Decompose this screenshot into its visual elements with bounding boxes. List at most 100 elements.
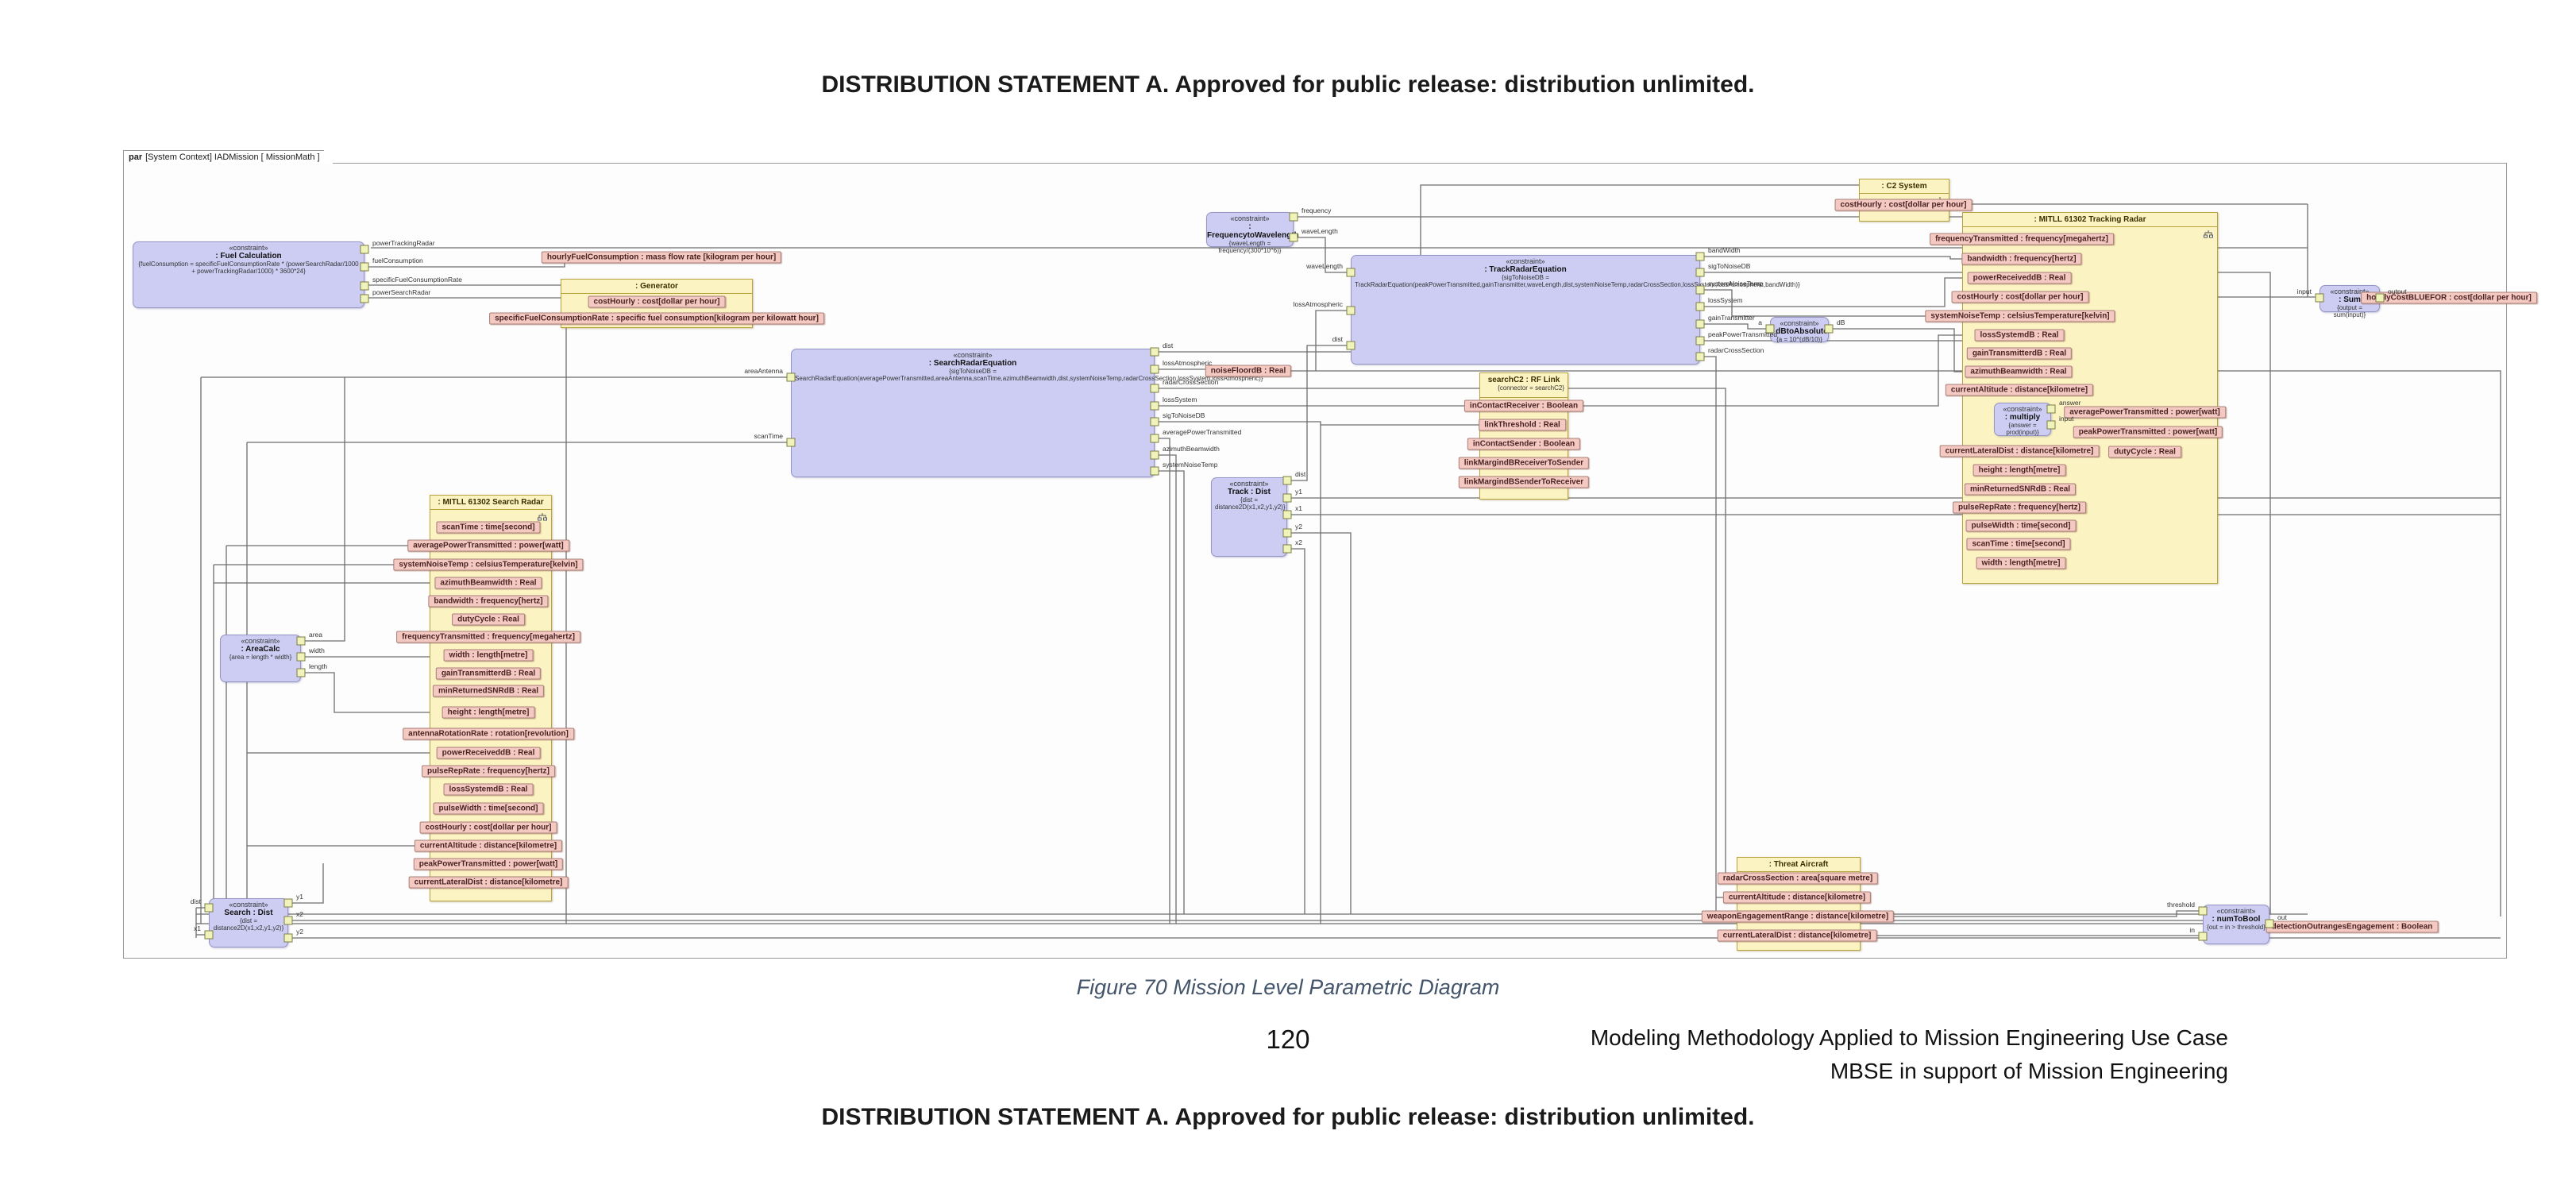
value-property: averagePowerTransmitted : power[watt] [2064,406,2226,419]
port-dist [1346,341,1355,350]
value-property: peakPowerTransmitted : power[watt] [413,858,564,870]
value-property: systemNoiseTemp : celsiusTemperature[kel… [393,558,584,571]
constraint-name: : Sum [2339,295,2361,304]
value-property: frequencyTransmitted : frequency[megaher… [1930,233,2114,245]
value-property: minReturnedSNRdB : Real [432,685,545,697]
constraint-frequency-to-wavelength: «constraint»: FrequencytoWavelength{wave… [1206,212,1299,254]
constraint-search-dist: «constraint»Search : Dist{dist = distanc… [209,898,288,947]
value-property: specificFuelConsumptionRate : specific f… [489,312,824,325]
constraint-expression: {sigToNoiseDB = TrackRadarEquation(peakP… [1355,274,1800,288]
port-label: width [309,646,325,654]
value-property: currentLateralDist : distance[kilometre] [408,876,569,889]
port-label: fuelConsumption [372,257,423,264]
port-width [296,652,306,662]
value-property: averagePowerTransmitted : power[watt] [407,539,569,552]
value-property: powerReceiveddB : Real [1967,272,2072,284]
value-property: bandwidth : frequency[hertz] [1961,253,2082,265]
constraint-num-to-bool: «constraint»: numToBool{out = in > thres… [2203,905,2269,944]
value-property: bandwidth : frequency[hertz] [428,595,549,608]
port-label: x2 [296,910,303,918]
port-label: frequency [1301,206,1332,214]
block-title: : Generator [635,282,678,291]
port-label: in [2189,926,2195,934]
port-x1 [1282,510,1292,519]
port-input [2046,420,2056,430]
constraint-name: : numToBool [2212,915,2261,924]
page-number: 120 [1266,1025,1310,1054]
constraint-stereotype: «constraint» [1229,480,1269,488]
port-label: sigToNoiseDB [1708,262,1751,270]
constraint-name: : dBtoAbsolute [1771,327,1828,336]
port-fuelConsumption [360,262,369,272]
constraint-stereotype: «constraint» [229,901,268,909]
constraint-track-radar-equation: «constraint»: TrackRadarEquation{sigToNo… [1351,255,1800,365]
port-areaAntenna [786,372,796,382]
port-label: out [2277,913,2287,921]
value-property: currentAltitude : distance[kilometre] [1722,891,1872,904]
constraint-search-radar-equation: «constraint»: SearchRadarEquation{sigToN… [791,349,1263,477]
port-y2 [1282,528,1292,538]
value-property: powerReceiveddB : Real [436,747,541,759]
constraint-stereotype: «constraint» [241,637,280,645]
port-label: output [2388,287,2407,295]
port-label: peakPowerTransmitted [1708,330,1778,338]
block-title: : C2 System [1881,182,1927,191]
footer-right-line2: MBSE in support of Mission Engineering [1830,1059,2228,1083]
value-property: currentAltitude : distance[kilometre] [414,839,563,852]
value-property: costHourly : cost[dollar per hour] [419,821,557,834]
constraint-stereotype: «constraint» [2003,405,2042,413]
value-property: pulseRepRate : frequency[hertz] [1953,501,2086,514]
port-label: waveLength [1301,227,1338,235]
value-property: inContactReceiver : Boolean [1463,399,1584,412]
port-label: averagePowerTransmitted [1163,428,1242,436]
port-length [296,668,306,677]
value-detection-outranges-engagement: detectionOutrangesEngagement : Boolean [2266,920,2439,933]
port-x2 [283,916,293,925]
port-bandWidth [1695,252,1705,261]
value-property: frequencyTransmitted : frequency[megaher… [396,631,580,643]
value-property: dutyCycle : Real [2108,446,2181,458]
port-label: dist [1163,342,1174,349]
port-label: area [309,631,323,639]
port-sigToNoiseDB [1695,268,1705,277]
port-label: lossAtmospheric [1163,359,1213,367]
port-input [2315,293,2324,303]
value-property: linkMargindBReceiverToSender [1458,457,1590,469]
parametric-diagram-frame: par[System Context] IADMission [ Mission… [123,163,2537,959]
constraint-expression: {area = length * width} [229,654,292,661]
diagram-frame-tab: par[System Context] IADMission [ Mission… [123,150,334,164]
port-label: input [2059,415,2074,423]
value-property: costHourly : cost[dollar per hour] [1834,199,1972,211]
port-answer [2046,404,2056,414]
constraint-stereotype: «constraint» [229,244,268,252]
constraint-name: Search : Dist [224,909,273,917]
constraint-expression: {out = in > threshold} [2207,924,2266,931]
value-hourly-cost-bluefor: hourlyCostBLUEFOR : cost[dollar per hour… [2361,291,2537,304]
port-area [296,636,306,646]
value-property: linkMargindBSenderToReceiver [1458,476,1590,488]
port-gainTransmitter [1695,319,1705,329]
frame-kind-label: par [129,152,143,162]
constraint-expression: {dist = distance2D(x1,x2,y1,y2)} [213,917,284,932]
block-subtitle: {connector = searchC2} [1498,384,1564,392]
constraint-name: : multiply [2004,413,2041,422]
block-title-rule [1737,871,1860,872]
port-label: x2 [1295,538,1302,546]
constraint-stereotype: «constraint» [2330,287,2370,295]
port-label: radarCrossSection [1163,378,1219,386]
value-property: costHourly : cost[dollar per hour] [1951,291,2089,303]
port-label: lossAtmospheric [1293,300,1343,308]
port-output [2375,293,2385,303]
footer-distribution-statement: DISTRIBUTION STATEMENT A. Approved for p… [821,1104,1755,1130]
value-property: minReturnedSNRdB : Real [1964,483,2077,496]
value-property: width : length[metre] [1976,557,2066,569]
frame-title: [System Context] IADMission [ MissionMat… [145,152,320,162]
value-property: height : length[metre] [1972,464,2066,477]
port-frequency [1289,212,1298,222]
port-lossSystem [1695,302,1705,311]
value-property: scanTime : time[second] [1966,538,2071,550]
port-label: a [1758,318,1762,326]
value-property: pulseWidth : time[second] [1965,519,2077,532]
port-x1 [204,930,214,940]
value-property: costHourly : cost[dollar per hour] [588,295,726,308]
